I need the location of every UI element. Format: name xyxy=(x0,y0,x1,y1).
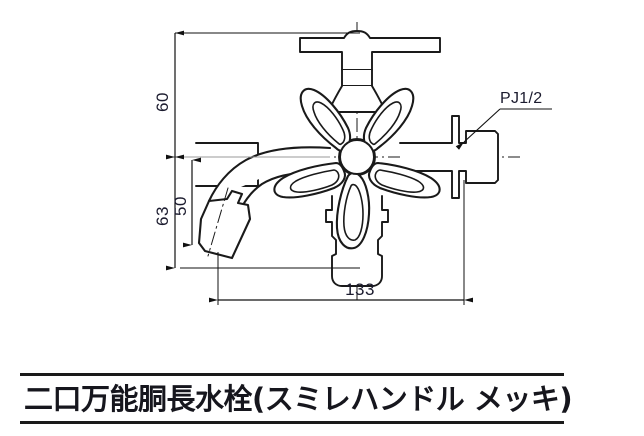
thread-callout: PJ1/2 xyxy=(455,90,552,150)
leader-pointer-pj xyxy=(455,108,501,150)
thread-label-pj: PJ1/2 xyxy=(500,90,542,107)
caption-block: 二口万能胴長水栓(スミレハンドル メッキ) xyxy=(0,360,644,436)
petal-bottom xyxy=(335,171,371,250)
caption-rule-bottom xyxy=(20,421,564,424)
spout-outer-curve xyxy=(207,146,332,203)
threaded-inlet xyxy=(399,115,499,199)
dimension-lines xyxy=(166,30,473,303)
cross-handle-top xyxy=(299,30,441,71)
dimension-value-133: 133 xyxy=(345,280,375,299)
dimension-value-63: 63 xyxy=(153,206,172,226)
inlet-barrel xyxy=(399,115,499,199)
caption-rule-top xyxy=(20,373,564,376)
product-name: 二口万能胴長水栓(スミレハンドル メッキ) xyxy=(24,382,573,416)
dimension-value-50: 50 xyxy=(171,196,190,216)
dimension-value-60: 60 xyxy=(153,92,172,112)
technical-drawing: 60 63 50 133 PJ1/2 xyxy=(153,22,552,305)
spout-nozzle-tip xyxy=(197,189,252,260)
petal-right xyxy=(367,161,441,199)
valve-stem xyxy=(341,69,373,87)
petal-left xyxy=(273,161,347,199)
flower-hub xyxy=(339,139,375,175)
dimension-labels: 60 63 50 133 xyxy=(153,92,375,299)
faucet-line-drawing-svg: 60 63 50 133 PJ1/2 xyxy=(153,22,552,305)
nozzle-centerline xyxy=(207,187,229,257)
sumire-flower-handle xyxy=(273,87,441,250)
extension-lines xyxy=(166,32,465,305)
body-bonnet xyxy=(327,85,387,113)
